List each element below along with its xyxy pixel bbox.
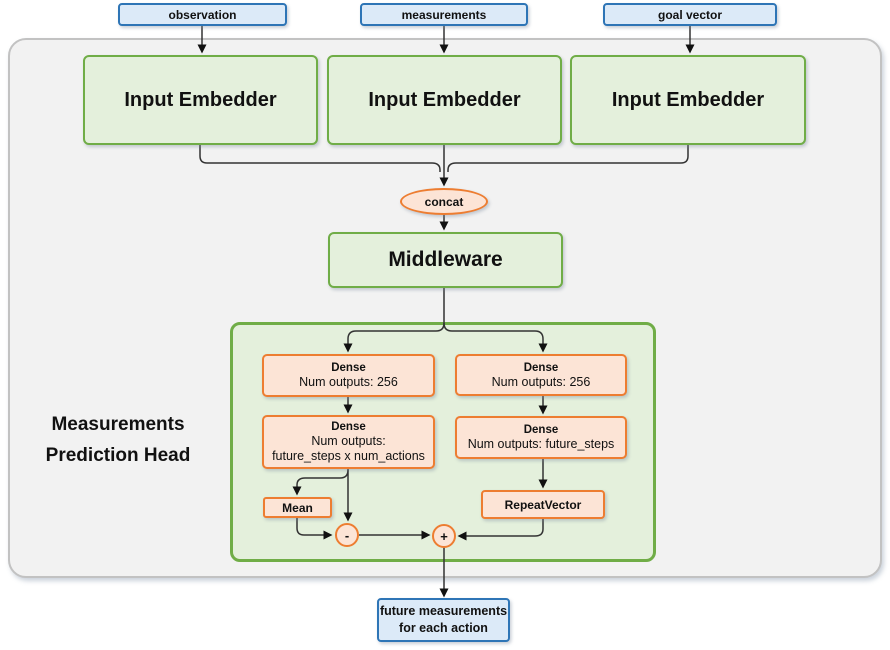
input-node-goal-vector-label: goal vector	[657, 7, 723, 22]
edge-split-right	[443, 322, 548, 353]
plus-op: +	[432, 524, 456, 548]
input-embedder-2: Input Embedder	[327, 55, 562, 145]
dense-left-2-subtitle-line1: Num outputs:	[311, 434, 386, 448]
edge-embedder3-join	[447, 144, 689, 172]
edge-repeat-plus	[457, 517, 544, 541]
dense-right-2-subtitle: Num outputs: future_steps	[467, 437, 615, 451]
edge-embedder1-join	[199, 144, 441, 172]
plus-op-label: +	[440, 528, 448, 544]
minus-op-label: -	[344, 527, 350, 543]
head-group-title: Measurements Prediction Head	[16, 409, 220, 471]
input-node-observation: observation	[118, 3, 287, 26]
input-node-observation-label: observation	[168, 7, 237, 22]
output-node: future measurements for each action	[377, 598, 510, 642]
input-embedder-1-label: Input Embedder	[124, 88, 277, 111]
dense-left-1-subtitle: Num outputs: 256	[299, 375, 398, 389]
mean-node-label: Mean	[282, 500, 313, 515]
input-embedder-1: Input Embedder	[83, 55, 318, 145]
output-node-label-line1: future measurements	[379, 604, 508, 618]
repeat-vector-node-label: RepeatVector	[504, 497, 582, 512]
input-node-goal-vector: goal vector	[603, 3, 777, 26]
input-embedder-3: Input Embedder	[570, 55, 806, 145]
mean-node: Mean	[263, 497, 332, 518]
repeat-vector-node: RepeatVector	[481, 490, 605, 519]
dense-right-1: Dense Num outputs: 256	[455, 354, 627, 396]
head-group-title-line1: Measurements	[51, 414, 185, 435]
dense-right-1-title: Dense	[523, 361, 559, 374]
dense-left-2: Dense Num outputs: future_steps x num_ac…	[262, 415, 435, 469]
input-node-measurements-label: measurements	[401, 7, 487, 22]
dense-left-1: Dense Num outputs: 256	[262, 354, 435, 397]
input-embedder-2-label: Input Embedder	[368, 88, 521, 111]
middleware-node: Middleware	[328, 232, 563, 288]
middleware-node-label: Middleware	[388, 248, 503, 271]
input-node-measurements: measurements	[360, 3, 528, 26]
dense-left-1-title: Dense	[331, 362, 366, 374]
dense-right-2: Dense Num outputs: future_steps	[455, 416, 627, 459]
dense-right-1-subtitle: Num outputs: 256	[491, 374, 591, 389]
output-node-label-line2: for each action	[399, 621, 488, 635]
head-group-title-line2: Prediction Head	[45, 445, 191, 466]
concat-op-label: concat	[424, 194, 464, 209]
edge-split-left	[343, 322, 445, 353]
dense-left-2-subtitle-line2: future_steps x num_actions	[272, 449, 425, 463]
input-embedder-3-label: Input Embedder	[611, 88, 765, 111]
dense-right-2-title: Dense	[523, 424, 559, 436]
concat-op: concat	[400, 188, 488, 215]
edge-mean-minus	[296, 516, 333, 540]
minus-op: -	[335, 523, 359, 547]
dense-left-2-title: Dense	[331, 421, 366, 433]
edge-denseL2-mean	[292, 469, 349, 496]
